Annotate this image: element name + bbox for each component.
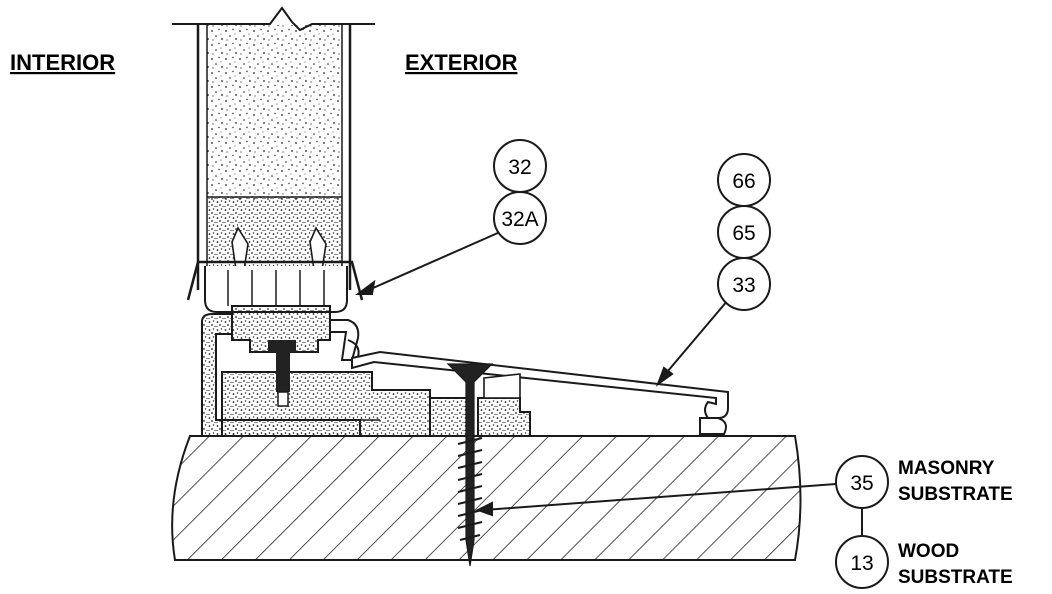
callout-66: 66 <box>717 153 771 207</box>
leader-32a <box>363 231 501 293</box>
wood-note-line2: SUBSTRATE <box>898 567 1013 588</box>
callout-32a: 32A <box>493 191 547 245</box>
callout-32a-label: 32A <box>501 208 538 231</box>
substrate-section <box>171 435 802 561</box>
threshold-assembly <box>201 305 729 437</box>
exterior-label: EXTERIOR <box>405 50 518 75</box>
leader-35 <box>483 483 837 511</box>
masonry-note-line1: MASONRY <box>898 458 995 479</box>
callout-33: 33 <box>717 257 771 311</box>
callout-35: 35 <box>835 455 889 509</box>
masonry-note-line2: SUBSTRATE <box>898 484 1013 505</box>
callout-13-label: 13 <box>850 552 873 575</box>
leader-33 <box>661 299 729 379</box>
callout-32-label: 32 <box>508 156 531 179</box>
door-sweep <box>186 260 364 313</box>
callout-32: 32 <box>493 139 547 193</box>
interior-label: INTERIOR <box>10 50 115 75</box>
door-panel <box>172 6 375 290</box>
callout-35-label: 35 <box>850 472 873 495</box>
callout-65-label: 65 <box>732 222 755 245</box>
callout-66-label: 66 <box>732 170 755 193</box>
callout-65: 65 <box>717 205 771 259</box>
callout-13: 13 <box>835 535 889 589</box>
callout-33-label: 33 <box>732 274 755 297</box>
leader-lines <box>355 231 863 538</box>
fastener-screw <box>446 363 494 567</box>
wood-note-line1: WOOD <box>898 541 959 562</box>
